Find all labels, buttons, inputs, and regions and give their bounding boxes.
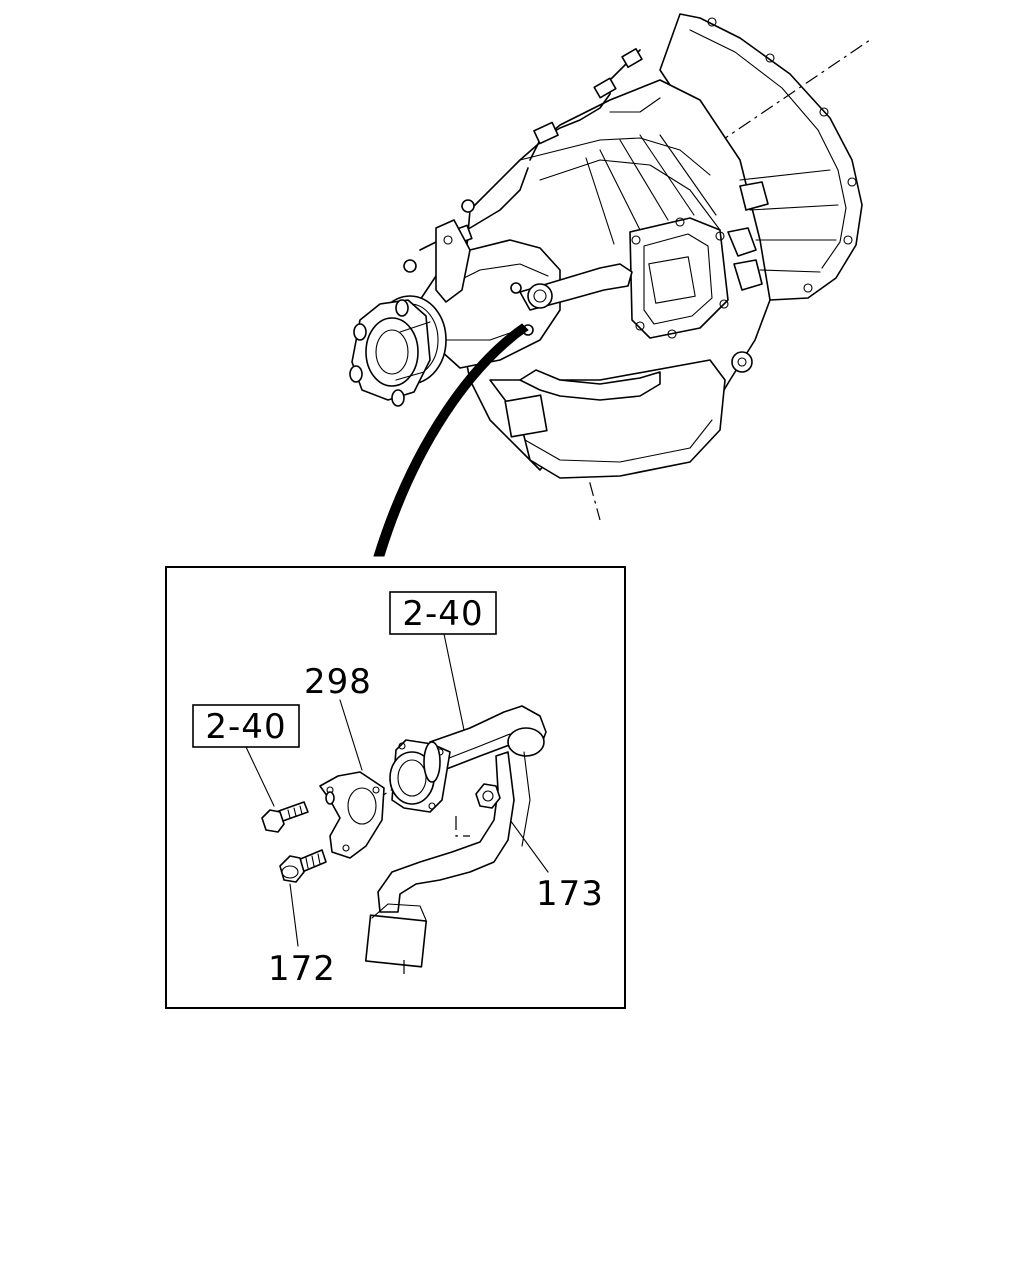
part-label-173: 173 [536, 874, 604, 914]
ref-box-top [389, 591, 497, 635]
gasket [319, 771, 385, 859]
leader-172 [289, 883, 299, 947]
nut-173 [475, 783, 501, 809]
pipe-flange-fitting [389, 739, 451, 813]
part-label-172: 172 [268, 949, 336, 989]
detail-frame [165, 566, 626, 1009]
leader-ref-top [443, 633, 465, 731]
leader-ref-left [245, 746, 275, 807]
ref-label-top: 2-40 [402, 594, 483, 634]
small-washer [325, 791, 335, 805]
leader-curve [373, 323, 529, 557]
part-label-298: 298 [304, 662, 372, 702]
leader-298 [339, 699, 363, 771]
bolt-172 [279, 849, 327, 883]
ref-label-left: 2-40 [205, 707, 286, 747]
bolt-upper [261, 801, 309, 833]
transmission-assembly [349, 13, 871, 521]
ref-box-left [192, 704, 300, 748]
cooler-pipe [351, 705, 547, 978]
